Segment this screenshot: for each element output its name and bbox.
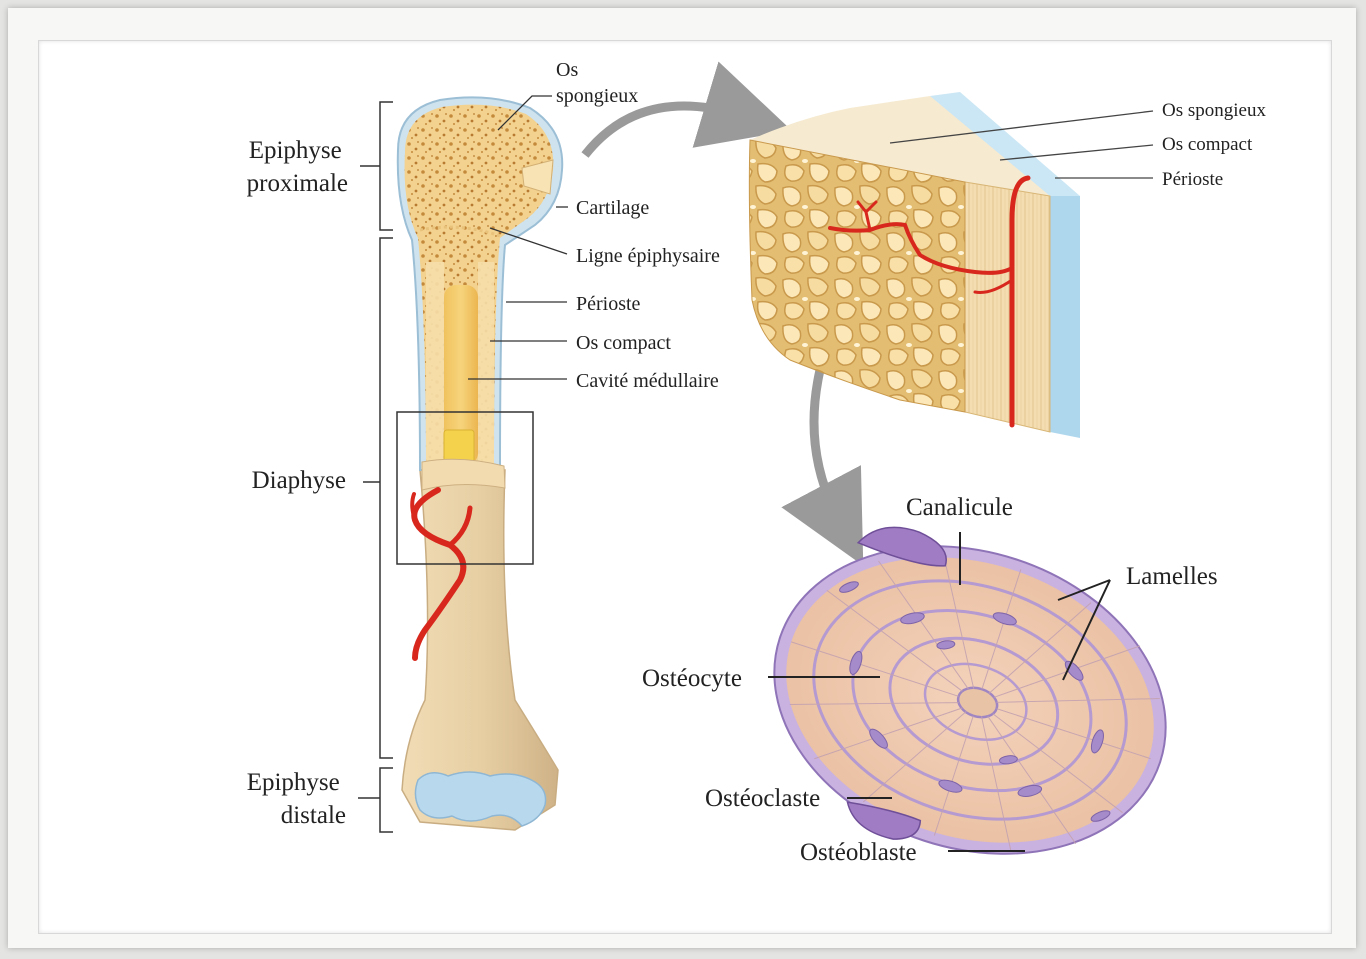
bracket-proximal xyxy=(360,102,393,230)
label-spongy-line1: Os xyxy=(556,59,578,81)
section-spongy-face xyxy=(749,140,965,412)
label-proximal-epiphysis: Epiphyse proximale xyxy=(247,137,348,197)
label-epiphyseal-line: Ligne épiphysaire xyxy=(576,245,720,267)
label-medullary-cavity: Cavité médullaire xyxy=(576,370,719,392)
label-spongy-bone: Os spongieux xyxy=(556,59,638,107)
section-compact-face xyxy=(965,182,1050,432)
label-osteoblast: Ostéoblaste xyxy=(800,839,917,866)
label-section-spongy: Os spongieux xyxy=(1162,100,1266,121)
bracket-diaphysis xyxy=(363,238,393,758)
bone-tissue-section xyxy=(749,92,1080,438)
label-distal-line1: Epiphyse xyxy=(247,769,340,796)
distal-cartilage xyxy=(415,772,545,826)
label-proximal-line1: Epiphyse xyxy=(249,137,342,164)
label-lamellae: Lamelles xyxy=(1126,563,1218,590)
label-spongy-line2: spongieux xyxy=(556,85,638,107)
label-compact-bone: Os compact xyxy=(576,332,671,354)
bracket-distal xyxy=(358,768,393,832)
label-distal-line2: distale xyxy=(281,802,346,829)
label-proximal-line2: proximale xyxy=(247,170,348,197)
label-section-periosteum: Périoste xyxy=(1162,169,1223,190)
label-osteoclast: Ostéoclaste xyxy=(705,785,820,812)
arrow-to-section xyxy=(585,106,740,155)
label-section-compact: Os compact xyxy=(1162,134,1253,155)
label-diaphysis: Diaphyse xyxy=(252,467,346,494)
arrow-to-osteon xyxy=(814,370,838,518)
section-periosteum xyxy=(1050,196,1080,438)
label-canaliculus: Canalicule xyxy=(906,494,1013,521)
region-brackets xyxy=(358,102,393,832)
label-distal-epiphysis: Epiphyse distale xyxy=(247,769,346,829)
label-periosteum: Périoste xyxy=(576,293,641,315)
label-cartilage: Cartilage xyxy=(576,197,649,219)
label-osteocyte: Ostéocyte xyxy=(642,665,742,692)
long-bone xyxy=(397,97,562,830)
